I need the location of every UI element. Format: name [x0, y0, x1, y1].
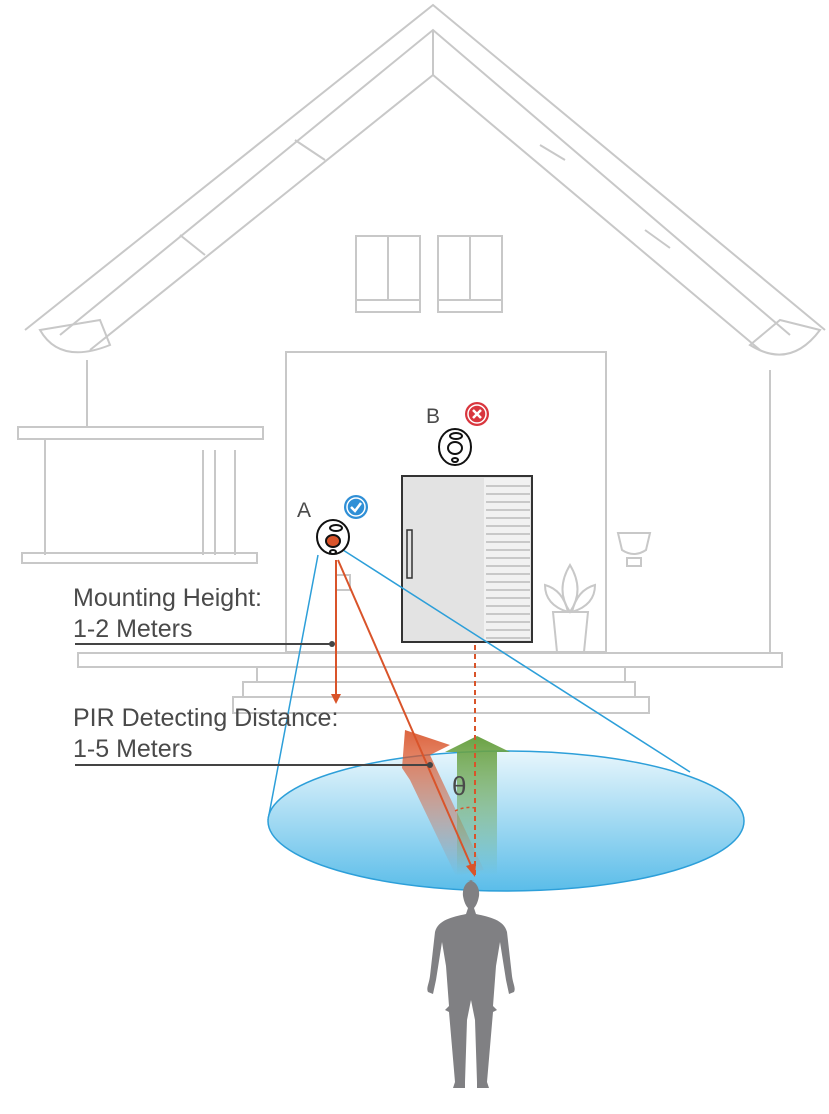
porch-posts [44, 439, 236, 555]
cross-icon [465, 402, 489, 426]
camera-a: A [297, 495, 368, 555]
step-3 [232, 696, 650, 714]
porch-roof [17, 426, 264, 440]
camera-b-body [438, 428, 472, 466]
perpendicular-arrow [445, 736, 510, 875]
roof-outer [24, 3, 826, 331]
door-handle [406, 529, 413, 579]
fov-cone [267, 549, 691, 821]
camera-b: B [426, 402, 489, 466]
check-icon [344, 495, 368, 519]
step-1 [256, 666, 626, 683]
angle-label: θ [452, 771, 466, 801]
gutter-right [748, 318, 822, 356]
detection-area [267, 750, 745, 892]
gutter-left [38, 318, 112, 354]
porch-rail [21, 552, 258, 564]
pir-distance-value: 1-5 Meters [73, 735, 192, 763]
camera-b-label: B [426, 405, 440, 428]
roof-inner-2 [89, 30, 761, 351]
distance-arrow [337, 559, 474, 871]
step-2 [242, 681, 636, 698]
roof-rafters [179, 139, 671, 256]
house [17, 3, 826, 714]
plant [543, 563, 597, 653]
roof-inner [59, 28, 791, 336]
mounting-height-title: Mounting Height: [73, 584, 262, 612]
angle-arc [454, 806, 476, 812]
porch-floor [77, 652, 783, 668]
camera-a-label: A [297, 499, 311, 522]
downpipes [86, 360, 771, 652]
mounting-height-value: 1-2 Meters [73, 615, 192, 643]
signal-arrows: θ [331, 559, 510, 877]
camera-a-body [316, 519, 350, 555]
wall-lamp [616, 532, 652, 567]
person-icon [427, 880, 515, 1088]
door [401, 475, 533, 643]
pir-distance-title: PIR Detecting Distance: [73, 704, 338, 732]
